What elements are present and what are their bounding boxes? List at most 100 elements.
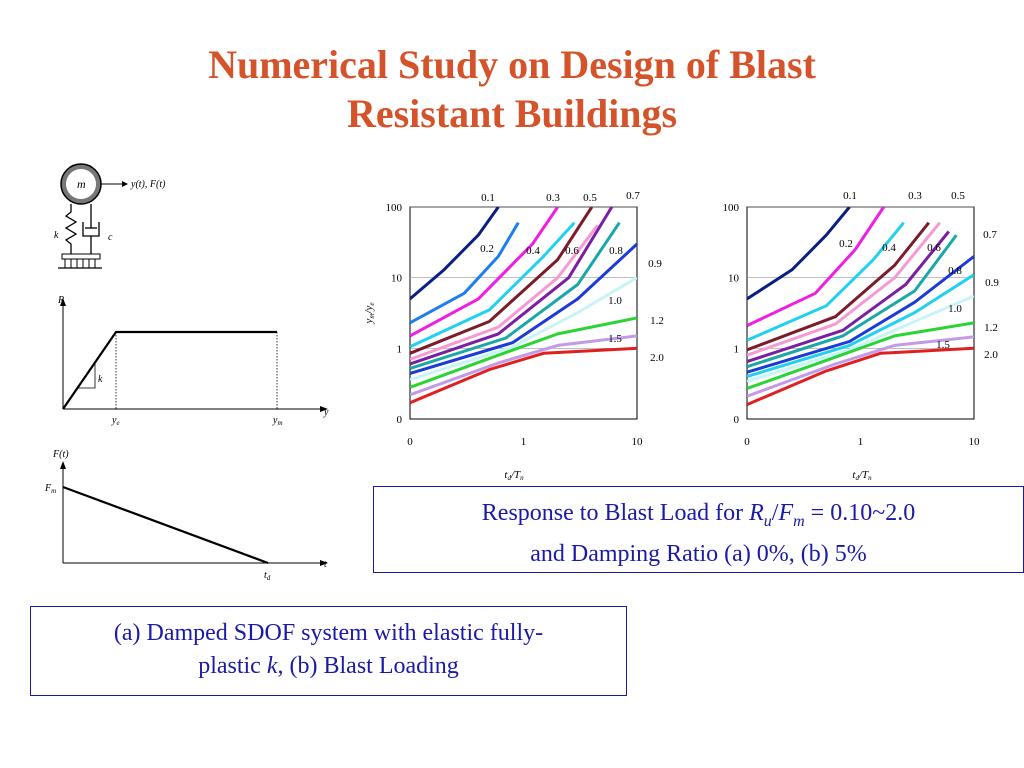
diagram-caption: (a) Damped SDOF system with elastic full… — [30, 606, 627, 696]
curve-label: 1.2 — [650, 315, 664, 327]
curve-label: 0.8 — [609, 245, 623, 257]
x-tick-label: 10 — [969, 436, 981, 448]
series-line-0.6 — [410, 224, 599, 361]
y-tick-label: 100 — [723, 202, 740, 214]
mass-label: m — [77, 177, 86, 191]
x-tick-label: 1 — [858, 436, 864, 448]
title-line-1: Numerical Study on Design of Blast — [208, 42, 816, 87]
curve-label: 0.1 — [843, 190, 857, 202]
t-axis-label: t — [324, 559, 327, 570]
chart-caption-line-2: and Damping Ratio (a) 0%, (b) 5% — [530, 540, 867, 567]
curve-label: 0.5 — [583, 192, 597, 204]
series-line-0.8 — [410, 221, 621, 370]
curve-label: 0.6 — [565, 245, 579, 257]
title-line-2: Resistant Buildings — [346, 91, 678, 136]
ye-label: ye — [111, 415, 120, 427]
series-line-0.9 — [410, 242, 637, 375]
x-tick-label: 1 — [521, 436, 527, 448]
chart-caption: Response to Blast Load for Ru/Fm = 0.10~… — [373, 486, 1024, 573]
series-line-0.7 — [410, 207, 614, 366]
series-line-0.4 — [410, 221, 576, 349]
page-title: Numerical Study on Design of Blast Resis… — [0, 40, 1024, 138]
curve-label: 0.1 — [481, 192, 495, 204]
series-line-2.0 — [747, 346, 974, 406]
series-line-1.5 — [747, 335, 974, 398]
curve-label: 1.0 — [608, 295, 622, 307]
y-tick-label: 1 — [397, 343, 403, 355]
x-axis-label: td/Tn — [852, 469, 872, 482]
series-line-0.1 — [410, 207, 500, 301]
curve-label: 0.7 — [626, 190, 640, 202]
series-line-1.5 — [410, 334, 637, 397]
load-curve — [62, 485, 269, 565]
ym-label: ym — [272, 415, 283, 427]
series-line-0.2 — [410, 221, 520, 325]
resistance-plot: R y k ye ym — [57, 295, 329, 427]
curve-label: 0.9 — [985, 277, 999, 289]
series-line-0.6 — [747, 230, 950, 364]
curve-label: 0.3 — [546, 192, 560, 204]
curve-label: 1.2 — [984, 322, 998, 334]
series-line-1.2 — [747, 321, 974, 390]
curve-label: 0.3 — [908, 190, 922, 202]
curve-label: 0.7 — [983, 229, 997, 241]
damper-label: c — [108, 232, 113, 243]
y-tick-label: 1 — [734, 343, 740, 355]
diagram-caption-line-2: plastic k, (b) Blast Loading — [198, 653, 459, 679]
x-tick-label: 0 — [407, 436, 413, 448]
curve-label: 0.2 — [839, 238, 853, 250]
series-line-0.2 — [747, 207, 885, 327]
curve-label: 0.4 — [882, 242, 896, 254]
curve-label: 0.6 — [927, 242, 941, 254]
curve-label: 0.5 — [951, 190, 965, 202]
curve-label: 2.0 — [650, 352, 664, 364]
y-tick-label: 10 — [728, 273, 740, 285]
x-tick-label: 10 — [632, 436, 644, 448]
diagram-caption-line-1: (a) Damped SDOF system with elastic full… — [113, 620, 544, 646]
stiffness-triangle — [77, 362, 96, 389]
curve-label: 0.8 — [948, 265, 962, 277]
series-line-0.5 — [410, 207, 594, 355]
y-axis-label: ym/ye — [363, 302, 376, 324]
series-line-0.9 — [747, 273, 974, 378]
fm-label: Fm — [44, 483, 56, 495]
y-tick-label: 10 — [391, 273, 403, 285]
series-line-2.0 — [410, 346, 637, 405]
stiffness-label: k — [98, 374, 103, 385]
y-tick-label: 0 — [734, 414, 740, 426]
curve-label: 0.4 — [526, 245, 540, 257]
series-line-0.7 — [747, 234, 958, 369]
series-line-0.5 — [747, 221, 941, 357]
y-tick-label: 100 — [386, 202, 403, 214]
series-line-1.0 — [747, 294, 974, 383]
curve-label: 1.5 — [936, 339, 950, 351]
series-line-0.4 — [747, 221, 930, 352]
series-line-0.3 — [747, 221, 905, 342]
spring — [64, 204, 78, 254]
output-label: y(t), F(t) — [130, 179, 166, 190]
series-line-0.1 — [747, 207, 851, 301]
series-line-0.8 — [747, 255, 974, 374]
sdof-diagram: m y(t), F(t) k c — [54, 163, 166, 269]
load-plot: F(t) t Fm td — [44, 449, 328, 582]
r-axis-label: R — [57, 295, 64, 306]
series-line-0.3 — [410, 207, 559, 338]
f-axis-label: F(t) — [52, 449, 69, 460]
spring-label: k — [54, 230, 59, 241]
x-axis-label: td/Tn — [504, 469, 524, 482]
series-line-1.2 — [410, 316, 637, 389]
y-axis-label: y — [323, 407, 329, 418]
y-tick-label: 0 — [397, 414, 403, 426]
x-tick-label: 0 — [744, 436, 750, 448]
chart-caption-line-1: Response to Blast Load for Ru/Fm = 0.10~… — [481, 500, 916, 530]
curve-label: 0.9 — [648, 258, 662, 270]
plot-frame — [746, 206, 975, 420]
curve-label: 2.0 — [984, 349, 998, 361]
ground — [61, 253, 101, 260]
series-line-1.0 — [410, 276, 637, 382]
curve-label: 0.2 — [480, 243, 494, 255]
curve-label: 1.0 — [948, 303, 962, 315]
curve-label: 1.5 — [608, 333, 622, 345]
